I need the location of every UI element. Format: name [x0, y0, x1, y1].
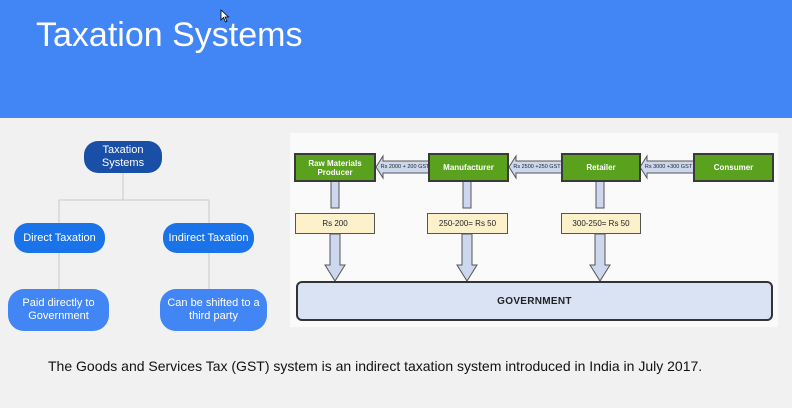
transfer-label-2: Rs 2500 +250 GST	[513, 164, 561, 170]
indirect-tax-description: Can be shifted to a third party	[160, 289, 267, 331]
tax-paid-retailer: 300-250= Rs 50	[561, 213, 641, 234]
arrow-left-2	[508, 154, 563, 180]
transfer-label-1: Rs 2000 + 200 GST	[380, 164, 430, 170]
stage-manufacturer: Manufacturer	[428, 153, 509, 182]
arrow-down-1	[330, 180, 340, 209]
arrow-to-gov-3	[589, 233, 611, 282]
direct-tax-description: Paid directly to Government	[8, 289, 109, 331]
slide-title: Taxation Systems	[36, 16, 303, 54]
arrow-to-gov-2	[456, 233, 478, 282]
arrow-left-3	[639, 154, 695, 180]
arrow-down-3	[595, 180, 605, 209]
government-box: GOVERNMENT	[296, 281, 773, 321]
indirect-taxation-node: Indirect Taxation	[163, 223, 254, 253]
mouse-cursor-icon	[220, 9, 230, 23]
stage-consumer: Consumer	[693, 153, 774, 182]
tax-paid-manufacturer: 250-200= Rs 50	[427, 213, 508, 234]
arrow-down-2	[462, 180, 472, 209]
tax-paid-producer: Rs 200	[295, 213, 375, 234]
stage-raw-materials-producer: Raw Materials Producer	[294, 153, 376, 182]
direct-taxation-node: Direct Taxation	[14, 223, 105, 253]
stage-retailer: Retailer	[561, 153, 641, 182]
slide-header: Taxation Systems	[0, 0, 792, 118]
arrow-to-gov-1	[324, 233, 346, 282]
gst-caption: The Goods and Services Tax (GST) system …	[48, 358, 703, 374]
transfer-label-3: Rs 3000 +300 GST	[644, 164, 693, 170]
taxation-systems-node: Taxation Systems	[84, 141, 162, 173]
arrow-left-1	[375, 154, 431, 180]
